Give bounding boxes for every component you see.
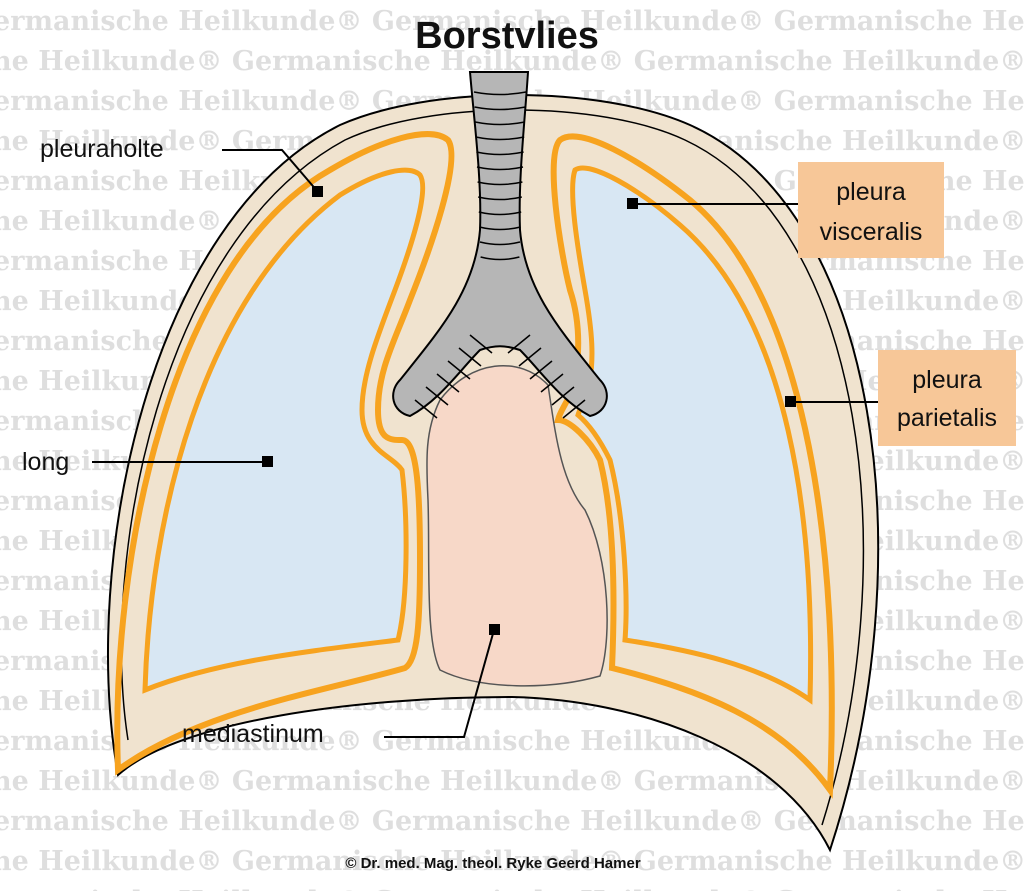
bronchus-ring	[447, 360, 471, 380]
trachea-ring	[479, 226, 521, 231]
bronchus-ring	[436, 373, 460, 393]
label-pleuraholte-text: pleuraholte	[40, 135, 164, 163]
label-pleura-parietalis: pleura parietalis	[785, 350, 1016, 446]
bronchus-ring	[425, 386, 449, 406]
watermark-row: Germanische Heilkunde® Germanische Heilk…	[0, 886, 1024, 891]
bronchus-ring	[551, 386, 575, 406]
bronchus-ring	[469, 334, 493, 354]
label-mediastinum: mediastinum	[182, 624, 500, 748]
watermark-row: Germanische Heilkunde® Germanische Heilk…	[0, 846, 1024, 877]
bronchus-ring	[414, 399, 438, 419]
marker-pleuraholte	[312, 186, 323, 197]
marker-visceralis	[627, 198, 638, 209]
label-box-visceralis	[798, 162, 944, 258]
bronchus-ring	[507, 334, 531, 354]
trachea-ring	[475, 121, 525, 126]
watermark-row: Germanische Heilkunde® Germanische Heilk…	[0, 6, 1024, 37]
marker-mediastinum	[489, 624, 500, 635]
trachea-ring	[476, 166, 524, 171]
trachea-ring	[477, 181, 523, 186]
trachea-ring	[474, 106, 526, 111]
label-parietalis-line2: parietalis	[897, 404, 997, 432]
copyright-text: © Dr. med. Mag. theol. Ryke Geerd Hamer	[345, 855, 640, 872]
marker-parietalis	[785, 396, 796, 407]
trachea-ring	[476, 151, 524, 156]
trachea-ring	[475, 136, 525, 141]
bronchus-ring	[562, 399, 586, 419]
label-visceralis-line1: pleura	[836, 178, 906, 206]
trachea-ring	[478, 211, 522, 216]
trachea-ring	[480, 256, 520, 261]
label-long-text: long	[22, 448, 69, 476]
trachea-ring	[478, 196, 522, 201]
label-parietalis-line1: pleura	[912, 366, 982, 394]
label-visceralis-line2: visceralis	[820, 218, 923, 246]
label-mediastinum-text: mediastinum	[182, 720, 324, 748]
bronchus-ring	[458, 347, 482, 367]
watermark-row: Germanische Heilkunde® Germanische Heilk…	[0, 806, 1024, 837]
trachea-ring	[473, 91, 527, 96]
leader-pleuraholte	[222, 149, 319, 193]
chest-wall-inner-line	[120, 109, 865, 826]
trachea	[392, 71, 608, 419]
right-lung	[570, 165, 814, 705]
label-box-parietalis	[878, 350, 1016, 446]
left-lung	[142, 167, 426, 694]
bronchus-ring	[518, 347, 542, 367]
mediastinum-region	[426, 364, 608, 687]
page-title: Borstvlies	[415, 15, 599, 57]
label-long: long	[22, 448, 273, 476]
right-pleura-parietalis	[550, 133, 835, 799]
bronchus-ring	[529, 360, 553, 380]
trachea-ring	[479, 241, 521, 246]
label-pleura-visceralis: pleura visceralis	[627, 162, 944, 258]
watermark-row: Germanische Heilkunde® Germanische Heilk…	[0, 766, 1024, 797]
leader-mediastinum	[384, 629, 495, 738]
marker-long	[262, 456, 273, 467]
label-pleuraholte: pleuraholte	[40, 135, 323, 197]
bronchus-ring	[540, 373, 564, 393]
left-pleura-parietalis	[114, 131, 455, 776]
trachea-rings	[414, 91, 586, 419]
